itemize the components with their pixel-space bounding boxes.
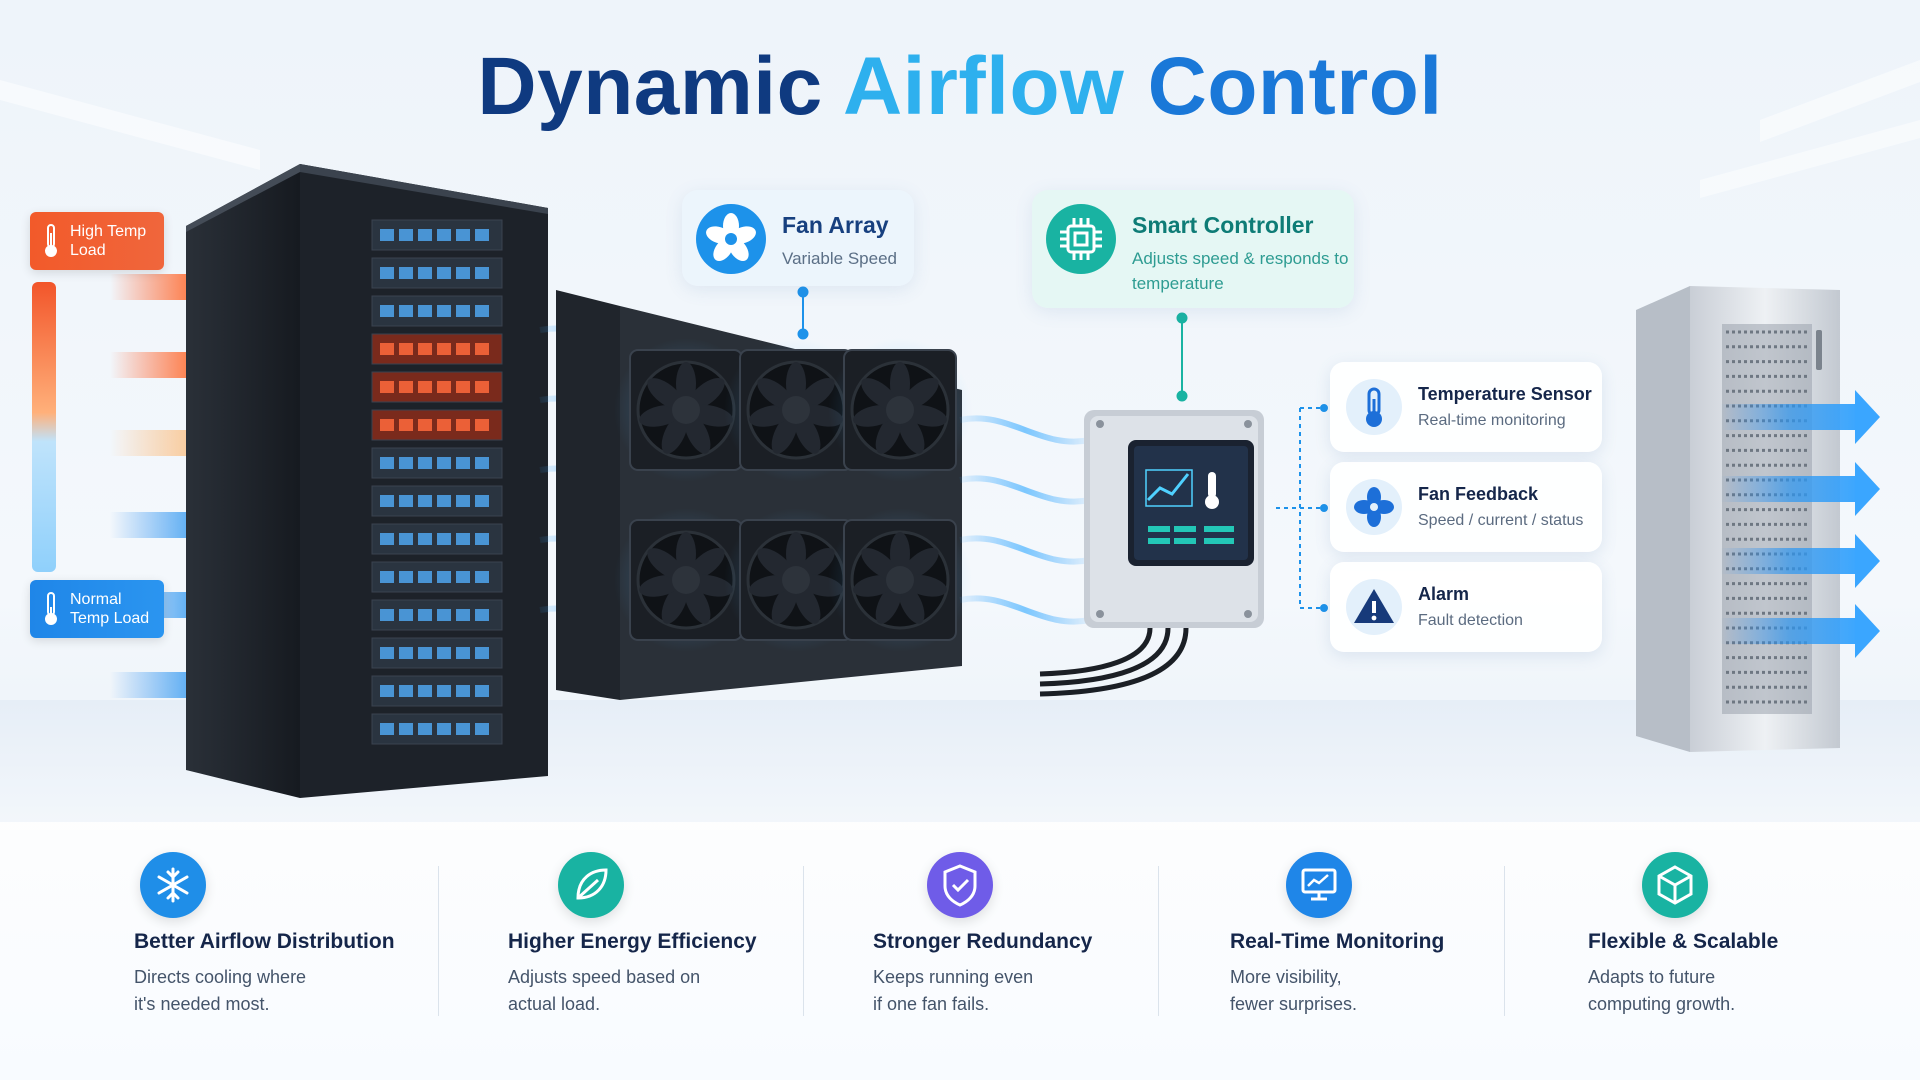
ceiling-lights	[0, 60, 1920, 198]
rack-server-unit	[371, 447, 503, 479]
fan-array-title: Fan Array	[782, 212, 889, 238]
fan-feedback-title: Fan Feedback	[1418, 484, 1539, 504]
feature-description: Directs cooling where it's needed most.	[134, 964, 384, 1018]
feature-desc-line: Directs cooling where	[134, 967, 307, 987]
smart-controller-callout: Smart Controller Adjusts speed & respond…	[1032, 190, 1354, 308]
feature-desc-line: it's needed most.	[134, 994, 270, 1014]
fan-unit	[724, 338, 868, 482]
rack-server-unit	[371, 713, 503, 745]
fan-unit	[614, 508, 758, 652]
feature-desc-line: if one fan fails.	[873, 994, 990, 1014]
cabinet-unit	[1636, 286, 1840, 752]
title-part-airflow: Airflow	[842, 41, 1125, 132]
rack-server-unit	[371, 219, 503, 251]
feature-desc-line: Adjusts speed based on	[508, 967, 701, 987]
snowflake-icon	[140, 852, 206, 918]
rack-server-unit	[371, 333, 503, 365]
rack-server-unit	[371, 523, 503, 555]
feature-divider	[438, 866, 439, 1016]
rack-server-unit	[371, 257, 503, 289]
feature-description: Keeps running even if one fan fails.	[873, 964, 1123, 1018]
feature-desc-line: Keeps running even	[873, 967, 1034, 987]
outgoing-airflow-arrows	[1720, 390, 1880, 658]
feature-divider	[1504, 866, 1505, 1016]
rack-server-unit	[371, 599, 503, 631]
feature-desc-line: fewer surprises.	[1230, 994, 1358, 1014]
feature-divider	[1158, 866, 1159, 1016]
page-title: Dynamic Airflow Control	[0, 40, 1920, 134]
fan-array-unit	[556, 290, 972, 700]
rack-server-unit	[371, 561, 503, 593]
fan-unit	[614, 338, 758, 482]
temperature-gradient-bar	[32, 282, 56, 572]
alarm-subtitle: Fault detection	[1418, 612, 1523, 629]
thermometer-icon	[45, 224, 57, 257]
fan-unit	[828, 508, 972, 652]
fan-array-callout: Fan Array Variable Speed	[682, 190, 914, 286]
connector-lines	[797, 286, 1328, 612]
smart-controller-subtitle: Adjusts speed & responds to temperature	[1132, 249, 1349, 293]
alarm-card: Alarm Fault detection	[1330, 562, 1602, 652]
rack-server-unit	[371, 409, 503, 441]
title-part-control: Control	[1147, 41, 1443, 132]
fan-unit	[828, 338, 972, 482]
feature-description: Adjusts speed based on actual load.	[508, 964, 758, 1018]
chip-icon	[1046, 204, 1116, 274]
temperature-sensor-title: Temperature Sensor	[1418, 384, 1592, 404]
fan-icon	[696, 204, 766, 274]
high-temp-text: High Temp Load	[70, 223, 147, 259]
alert-triangle-icon	[1346, 579, 1402, 635]
fan-feedback-subtitle: Speed / current / status	[1418, 512, 1584, 529]
fan-to-controller-flow	[959, 415, 1091, 625]
monitor-chart-icon	[1286, 852, 1352, 918]
feature-strip: Better Airflow Distribution Directs cool…	[0, 822, 1920, 1080]
feature-desc-line: computing growth.	[1588, 994, 1736, 1014]
rack-server-unit	[371, 295, 503, 327]
feature-title: Higher Energy Efficiency	[508, 930, 757, 953]
fan-icon	[1346, 479, 1402, 535]
thermometer-icon	[1346, 379, 1402, 435]
rack-server-unit	[371, 485, 503, 517]
controller-box	[1039, 410, 1264, 697]
temperature-sensor-card: Temperature Sensor Real-time monitoring	[1330, 362, 1602, 452]
feature-desc-line: Adapts to future	[1588, 967, 1716, 987]
shield-check-icon	[927, 852, 993, 918]
cube-icon	[1642, 852, 1708, 918]
alarm-title: Alarm	[1418, 584, 1470, 604]
rack-server-unit	[371, 675, 503, 707]
fan-feedback-card: Fan Feedback Speed / current / status	[1330, 462, 1602, 552]
server-rack	[186, 164, 548, 798]
high-temp-load-label: High Temp Load	[30, 212, 164, 270]
feature-divider	[803, 866, 804, 1016]
feature-title: Stronger Redundancy	[873, 930, 1093, 953]
rack-server-unit	[371, 637, 503, 669]
feature-title: Real-Time Monitoring	[1230, 930, 1445, 953]
thermometer-icon	[45, 592, 57, 625]
feature-description: More visibility, fewer surprises.	[1230, 964, 1480, 1018]
rack-server-unit	[371, 371, 503, 403]
feature-desc-line: More visibility,	[1230, 967, 1342, 987]
feature-description: Adapts to future computing growth.	[1588, 964, 1838, 1018]
leaf-icon	[558, 852, 624, 918]
smart-controller-title: Smart Controller	[1132, 212, 1314, 238]
feature-desc-line: actual load.	[508, 994, 601, 1014]
feature-title: Better Airflow Distribution	[134, 930, 395, 953]
normal-temp-load-label: Normal Temp Load	[30, 580, 164, 638]
feature-title: Flexible & Scalable	[1588, 930, 1779, 953]
normal-temp-text: Normal Temp Load	[70, 591, 150, 627]
temperature-sensor-subtitle: Real-time monitoring	[1418, 412, 1566, 429]
title-part-dynamic: Dynamic	[477, 41, 823, 132]
fan-array-subtitle: Variable Speed	[782, 249, 897, 268]
